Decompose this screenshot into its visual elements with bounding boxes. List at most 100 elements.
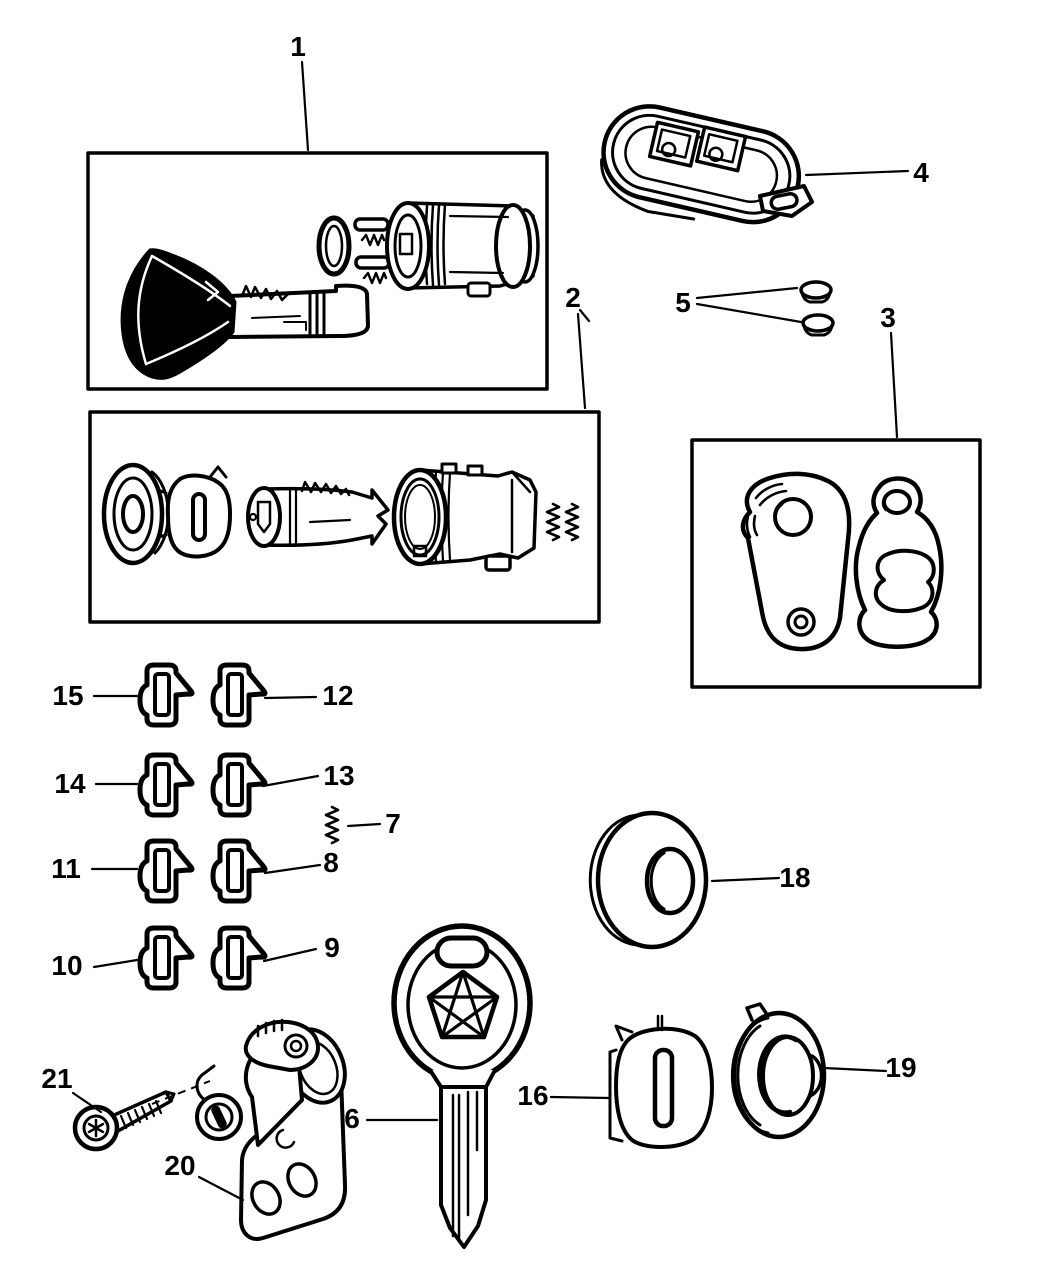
callout-label-18[interactable]: 18 <box>779 862 810 893</box>
callout-2: 2 <box>565 282 591 410</box>
clip-11-drawing <box>140 841 192 901</box>
leader-line-10 <box>92 958 139 969</box>
ignition-key-drawing <box>120 248 370 380</box>
part-7-spring-drawing <box>324 805 340 845</box>
leader-line-13 <box>261 774 320 788</box>
callout-label-6[interactable]: 6 <box>344 1103 360 1134</box>
callout-19: 19 <box>822 1052 917 1083</box>
callout-label-8[interactable]: 8 <box>323 847 339 878</box>
leader-line-2 <box>576 308 591 410</box>
part-18-grommet-drawing <box>588 810 709 950</box>
callout-label-19[interactable]: 19 <box>885 1052 916 1083</box>
o-ring-drawing <box>316 215 352 277</box>
callout-label-12[interactable]: 12 <box>322 680 353 711</box>
part-2-door-lock-cylinder-kit <box>88 410 601 624</box>
cylinder-spring-1 <box>545 502 561 542</box>
callout-7: 7 <box>346 808 401 839</box>
fob-button-1 <box>647 120 701 168</box>
box-3-frame <box>690 438 982 689</box>
callout-4: 4 <box>804 157 929 188</box>
screw-axis-line <box>151 1080 211 1105</box>
leader-line-4 <box>804 169 910 177</box>
pentastar-logo <box>426 969 500 1040</box>
leader-line-3 <box>889 331 899 439</box>
part-5-fob-buttons <box>799 280 835 337</box>
leader-line-16 <box>549 1095 611 1100</box>
part-19-coil-ring-drawing <box>730 1002 827 1140</box>
callout-15: 15 <box>52 680 139 711</box>
box-2-frame <box>88 410 601 624</box>
part-20-lock-and-bracket-drawing <box>195 1018 348 1241</box>
callout-5: 5 <box>675 286 803 324</box>
callout-8: 8 <box>263 847 339 878</box>
box-1-frame <box>86 151 549 391</box>
callout-label-4[interactable]: 4 <box>913 157 929 188</box>
part-1-ignition-lock-cylinder-kit <box>86 151 549 391</box>
part-3-lock-levers-kit <box>690 438 982 689</box>
callout-1: 1 <box>290 31 310 152</box>
callout-label-11[interactable]: 11 <box>51 853 81 884</box>
callout-10: 10 <box>51 950 139 981</box>
callout-label-10[interactable]: 10 <box>51 950 82 981</box>
lock-retainer-clips <box>140 665 265 988</box>
callout-label-7[interactable]: 7 <box>385 808 401 839</box>
leader-line-21 <box>71 1091 103 1114</box>
clip-10-drawing <box>140 928 192 988</box>
part-6-key-drawing <box>391 923 533 1249</box>
leader-line-5 <box>695 286 803 324</box>
leader-line-9 <box>262 947 318 963</box>
fob-button-2 <box>695 125 748 173</box>
callout-label-3[interactable]: 3 <box>880 302 896 333</box>
callout-20: 20 <box>164 1150 245 1202</box>
callout-label-21[interactable]: 21 <box>41 1063 72 1094</box>
key-blade <box>439 1085 488 1249</box>
callout-label-14[interactable]: 14 <box>54 768 86 799</box>
lock-cam-lever <box>243 1019 320 1072</box>
clip-8-drawing <box>213 841 265 901</box>
lock-cap-drawing <box>165 465 232 559</box>
callout-label-16[interactable]: 16 <box>517 1080 548 1111</box>
lock-housing-drawing <box>391 462 538 572</box>
callout-9: 9 <box>262 932 340 963</box>
lock-lever-right-drawing <box>853 476 944 649</box>
part-4-keyless-transmitter <box>600 104 814 225</box>
cylinder-spring-2 <box>564 502 580 542</box>
callout-11: 11 <box>51 853 139 884</box>
callout-label-5[interactable]: 5 <box>675 287 691 318</box>
leader-line-7 <box>346 822 382 828</box>
callout-label-20[interactable]: 20 <box>164 1150 195 1181</box>
callouts: 1 2 3 4 5 6 7 8 <box>41 31 929 1202</box>
clip-14-drawing <box>140 755 192 815</box>
callout-6: 6 <box>344 1103 439 1134</box>
clip-15-drawing <box>140 665 192 725</box>
callout-14: 14 <box>54 768 139 799</box>
leader-line-8 <box>263 863 322 875</box>
callout-label-2[interactable]: 2 <box>565 282 581 313</box>
tumbler-pins-and-springs-drawing <box>353 217 391 285</box>
grommet-ring-drawing <box>101 462 170 566</box>
callout-label-15[interactable]: 15 <box>52 680 83 711</box>
callout-3: 3 <box>880 302 899 439</box>
callout-label-1[interactable]: 1 <box>290 31 306 62</box>
callout-label-13[interactable]: 13 <box>323 760 354 791</box>
callout-13: 13 <box>261 760 355 791</box>
clip-12-drawing <box>213 665 265 725</box>
callout-12: 12 <box>263 680 354 711</box>
leader-line-19 <box>822 1066 888 1073</box>
callout-label-9[interactable]: 9 <box>324 932 340 963</box>
ignition-cylinder-drawing <box>385 201 540 298</box>
lock-plug-drawing <box>246 480 390 548</box>
leader-line-18 <box>710 876 781 883</box>
leader-line-12 <box>263 695 318 700</box>
lock-lever-left-drawing <box>740 471 852 652</box>
part-16-transponder-ring-drawing <box>608 1014 714 1149</box>
leader-line-1 <box>300 60 310 152</box>
leader-line-20 <box>197 1175 245 1202</box>
clip-9-drawing <box>213 928 265 988</box>
clip-13-drawing <box>213 755 265 815</box>
part-21-screw-drawing <box>72 1080 211 1152</box>
callout-21: 21 <box>41 1063 103 1114</box>
callout-16: 16 <box>517 1080 611 1111</box>
